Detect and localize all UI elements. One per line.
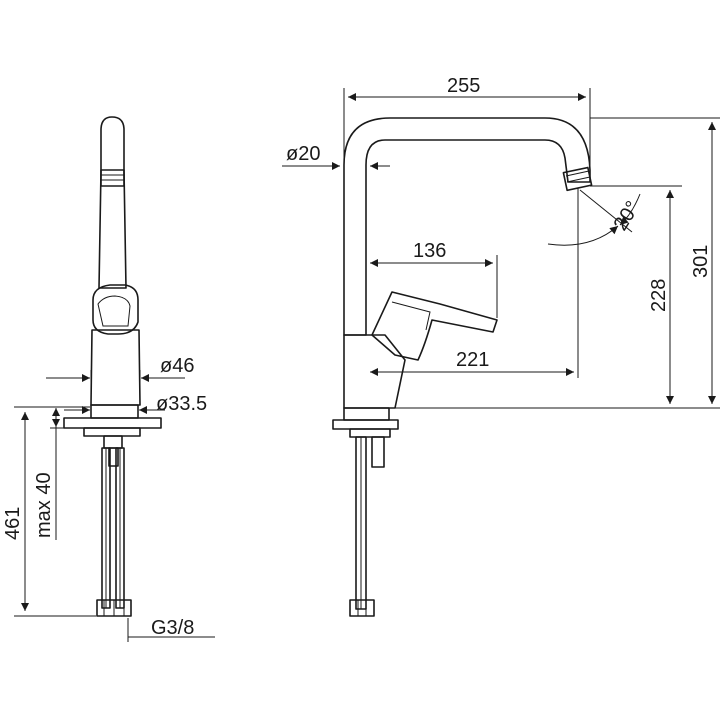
front-aerator-ring: [100, 169, 125, 187]
side-body: [343, 334, 406, 409]
side-lever: [371, 291, 498, 361]
front-view: [63, 116, 162, 617]
dim-diameter-46: ø46: [160, 355, 194, 377]
side-mounting-plate: [332, 419, 399, 430]
side-base-ring: [343, 407, 390, 421]
dim-height-228: 228: [648, 279, 670, 312]
dim-height-461: 461: [2, 507, 24, 540]
front-spout-tube: [98, 116, 127, 289]
side-view: [332, 117, 593, 617]
dim-diameter-20: ø20: [286, 143, 320, 165]
dim-thread-g3-8: G3/8: [151, 617, 194, 639]
dim-221: 221: [456, 349, 489, 371]
side-aerator: [562, 166, 593, 192]
side-hose-nut: [349, 599, 375, 617]
dim-lever-136: 136: [413, 240, 446, 262]
side-spout: [343, 117, 591, 336]
dim-diameter-33-5: ø33.5: [156, 393, 207, 415]
dim-height-301: 301: [690, 245, 712, 278]
front-lever-handle: [92, 284, 139, 335]
front-base-ring: [90, 404, 139, 419]
side-dimensions: 255 ø20 136 221 228 301 20°: [282, 75, 720, 409]
dim-reach-255: 255: [447, 75, 480, 97]
front-body: [90, 329, 141, 406]
dim-max-40: max 40: [33, 472, 55, 538]
front-mounting-plate: [63, 417, 162, 429]
front-dimensions: ø46 ø33.5 461 max 40 G3/8: [2, 355, 215, 642]
